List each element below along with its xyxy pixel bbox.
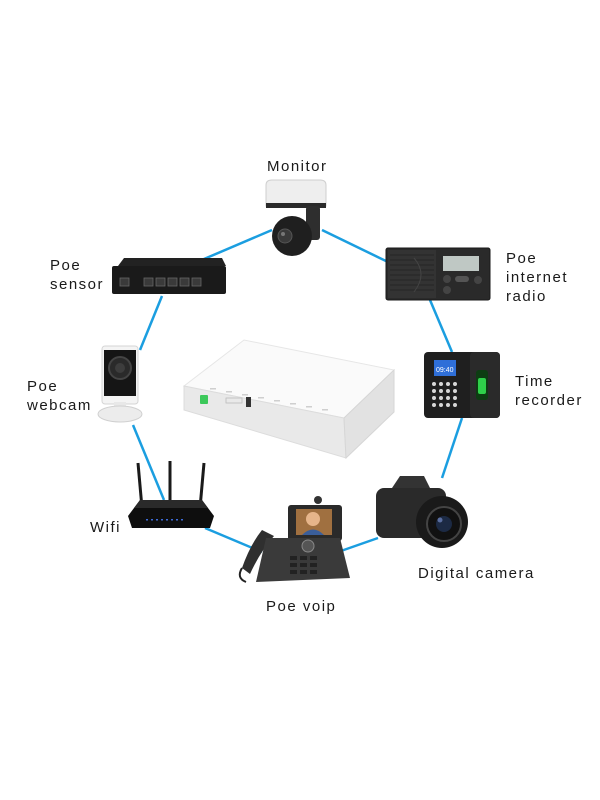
label-poe-sensor: Poe sensor (50, 256, 104, 294)
internet-radio-icon (385, 247, 491, 301)
label-line: Poe (50, 257, 82, 274)
label-line: Poe (506, 250, 538, 267)
label-wifi: Wifi (90, 519, 121, 536)
wifi-router-icon (128, 461, 214, 528)
label-poe-webcam: Poe webcam (27, 377, 92, 415)
label-line: webcam (27, 397, 92, 414)
voip-phone-icon (238, 496, 350, 583)
label-poe-internet-radio: Poe internet radio (506, 249, 568, 306)
edge-camera-voip (337, 536, 379, 554)
edge-wifi-webcam (131, 424, 166, 501)
monitor-camera-icon (265, 179, 327, 256)
edge-timerecorder-camera (440, 417, 464, 479)
label-monitor: Monitor (267, 158, 328, 175)
label-line: sensor (50, 276, 105, 293)
digital-camera-icon (376, 476, 468, 548)
time-recorder-icon: 09:40 (424, 352, 500, 418)
poe-sensor-switch-icon (112, 258, 226, 294)
edge-webcam-sensor (138, 295, 164, 351)
label-line: internet (506, 269, 569, 286)
label-time-recorder: Time recorder (515, 372, 583, 410)
label-poe-voip: Poe voip (266, 598, 337, 615)
poe-webcam-icon (97, 345, 143, 423)
hub-device-icon (182, 339, 396, 460)
label-line: recorder (515, 392, 583, 409)
label-line: Poe (27, 378, 59, 395)
label-line: Time (515, 373, 554, 390)
edge-monitor-radio (321, 228, 389, 264)
label-digital-camera: Digital camera (418, 565, 535, 582)
edge-radio-timerecorder (428, 299, 454, 353)
label-line: radio (506, 288, 547, 305)
svg-text:09:40: 09:40 (436, 367, 454, 374)
